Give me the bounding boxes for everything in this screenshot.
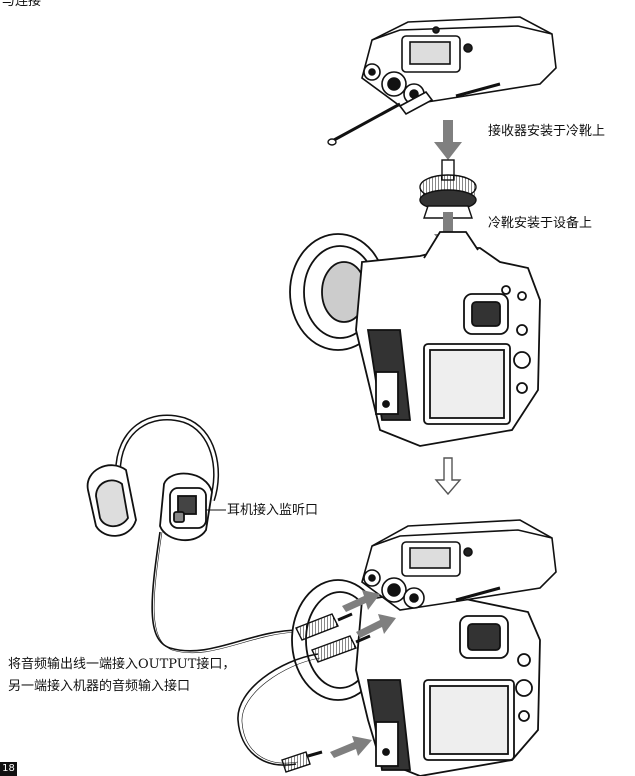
headphones xyxy=(86,414,220,542)
page-number: 18 xyxy=(0,762,17,776)
label-receiver-to-shoe: 接收器安装于冷靴上 xyxy=(488,124,606,139)
label-headphone: 耳机接入监听口 xyxy=(227,503,319,518)
cold-shoe-adapter xyxy=(419,159,477,219)
arrow-down-1 xyxy=(434,120,462,160)
label-audio-cable-line2: 另一端接入机器的音频输入接口 xyxy=(8,679,191,694)
label-shoe-to-device: 冷靴安装于设备上 xyxy=(488,216,593,231)
receiver-device-bottom xyxy=(361,519,557,611)
arrow-down-hollow xyxy=(434,457,462,496)
antenna xyxy=(327,102,401,146)
camera-bottom xyxy=(291,579,541,776)
arrow-to-camera-input xyxy=(330,736,372,758)
headphone-cable xyxy=(151,531,323,654)
label-audio-cable-line1: 将音频输出线一端接入OUTPUT接口， xyxy=(8,657,236,672)
audio-output-cable xyxy=(237,653,321,766)
arrows-to-ports xyxy=(342,590,396,638)
camera-input-plug xyxy=(281,750,323,773)
audio-plugs xyxy=(295,612,371,663)
receiver-device-top xyxy=(361,16,557,116)
camera-top xyxy=(289,231,541,447)
section-header: 与连接 xyxy=(2,0,42,9)
